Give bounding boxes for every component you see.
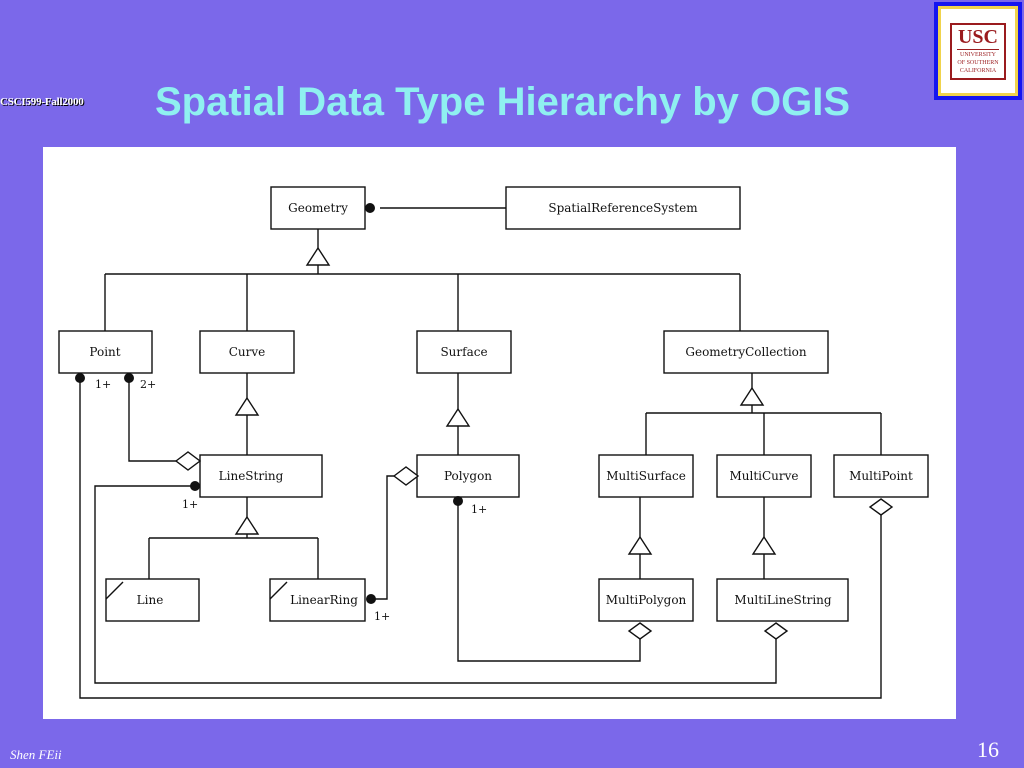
linearring-label: LinearRing [290, 593, 358, 607]
usc-logo-name: USC [957, 25, 998, 48]
multisurface-inheritance-triangle [627, 535, 653, 555]
geometry-label: Geometry [288, 201, 348, 215]
multicurve-inheritance-triangle [751, 535, 777, 555]
usc-logo-line-1: UNIVERSITY [959, 51, 996, 58]
polygon-class-box [416, 454, 520, 498]
multipolygon-aggregation-diamond [627, 622, 653, 640]
linearring-polygon-multiplicity: 1+ [374, 610, 390, 623]
linestring-aggregation-diamond [174, 451, 202, 471]
multilinestring-label: MultiLineString [734, 593, 831, 607]
spatialreferencesystem-label: SpatialReferenceSystem [548, 201, 698, 215]
spatialreferencesystem-class-box [505, 186, 741, 230]
polygon-aggregation-diamond [392, 466, 420, 486]
linestring-multilinestring-end-dot [190, 481, 200, 491]
curve-class-box [199, 330, 295, 374]
geometry-inheritance-triangle [305, 246, 331, 266]
multipolygon-label: MultiPolygon [606, 593, 687, 607]
linestring-multilinestring-aggregation [94, 485, 777, 684]
linestring-label: LineString [219, 469, 284, 483]
course-label: CSCI599-Fall2000 [0, 96, 84, 108]
slide-title: Spatial Data Type Hierarchy by OGIS [155, 80, 851, 124]
usc-logo: USC UNIVERSITY OF SOUTHERN CALIFORNIA [934, 2, 1022, 100]
geometrycollection-class-box [663, 330, 829, 374]
geometry-srs-end-dot [365, 203, 375, 213]
line-class-box [105, 578, 200, 622]
multicurve-label: MultiCurve [729, 469, 798, 483]
point-linestring-aggregation [128, 377, 176, 462]
multisurface-class-box [598, 454, 694, 498]
uml-diagram-canvas: Geometry SpatialReferenceSystem Point Cu… [58, 186, 929, 699]
multicurve-class-box [716, 454, 812, 498]
line-label: Line [137, 593, 164, 607]
surface-label: Surface [440, 345, 487, 359]
linearring-corner-mark [269, 581, 288, 600]
multilinestring-aggregation-diamond [763, 622, 789, 640]
polygon-multipolygon-multiplicity: 1+ [471, 503, 487, 516]
surface-class-box [416, 330, 512, 374]
line-corner-mark [105, 581, 124, 600]
point-label: Point [89, 345, 120, 359]
uml-diagram: Geometry SpatialReferenceSystem Point Cu… [43, 147, 956, 719]
multipoint-class-box [833, 454, 929, 498]
surface-inheritance-triangle [445, 407, 471, 427]
usc-seal: USC UNIVERSITY OF SOUTHERN CALIFORNIA [950, 22, 1006, 80]
point-linestring-multiplicity-right: 2+ [140, 378, 156, 391]
usc-logo-line-3: CALIFORNIA [959, 67, 997, 74]
usc-logo-line-2: OF SOUTHERN [957, 59, 999, 66]
geometrycollection-inheritance-triangle [739, 386, 765, 406]
multipoint-label: MultiPoint [849, 469, 913, 483]
curve-label: Curve [229, 345, 266, 359]
usc-logo-frame: USC UNIVERSITY OF SOUTHERN CALIFORNIA [938, 6, 1018, 96]
curve-inheritance-triangle [234, 396, 260, 416]
linestring-class-box [199, 454, 323, 498]
polygon-multipolygon-aggregation [457, 503, 641, 662]
linestring-polygon-multiplicity: 1+ [182, 498, 198, 511]
linearring-class-box [269, 578, 366, 622]
linestring-inheritance-triangle [234, 515, 260, 535]
geometrycollection-label: GeometryCollection [685, 345, 807, 359]
point-linestring-end-dot [124, 373, 134, 383]
point-class-box [58, 330, 153, 374]
multilinestring-class-box [716, 578, 849, 622]
polygon-label: Polygon [444, 469, 492, 483]
polygon-multipolygon-end-dot [453, 496, 463, 506]
page-number: 16 [977, 737, 999, 762]
point-linestring-multiplicity-left: 1+ [95, 378, 111, 391]
linearring-polygon-aggregation [375, 475, 394, 600]
author-footer: Shen FEii [10, 747, 62, 762]
multipolygon-class-box [598, 578, 694, 622]
multipoint-aggregation-diamond [868, 498, 894, 516]
usc-logo-divider [957, 48, 999, 50]
point-multipoint-end-dot [75, 373, 85, 383]
geometry-class-box [270, 186, 366, 230]
linearring-polygon-end-dot [366, 594, 376, 604]
point-multipoint-aggregation [79, 377, 882, 699]
multisurface-label: MultiSurface [606, 469, 686, 483]
